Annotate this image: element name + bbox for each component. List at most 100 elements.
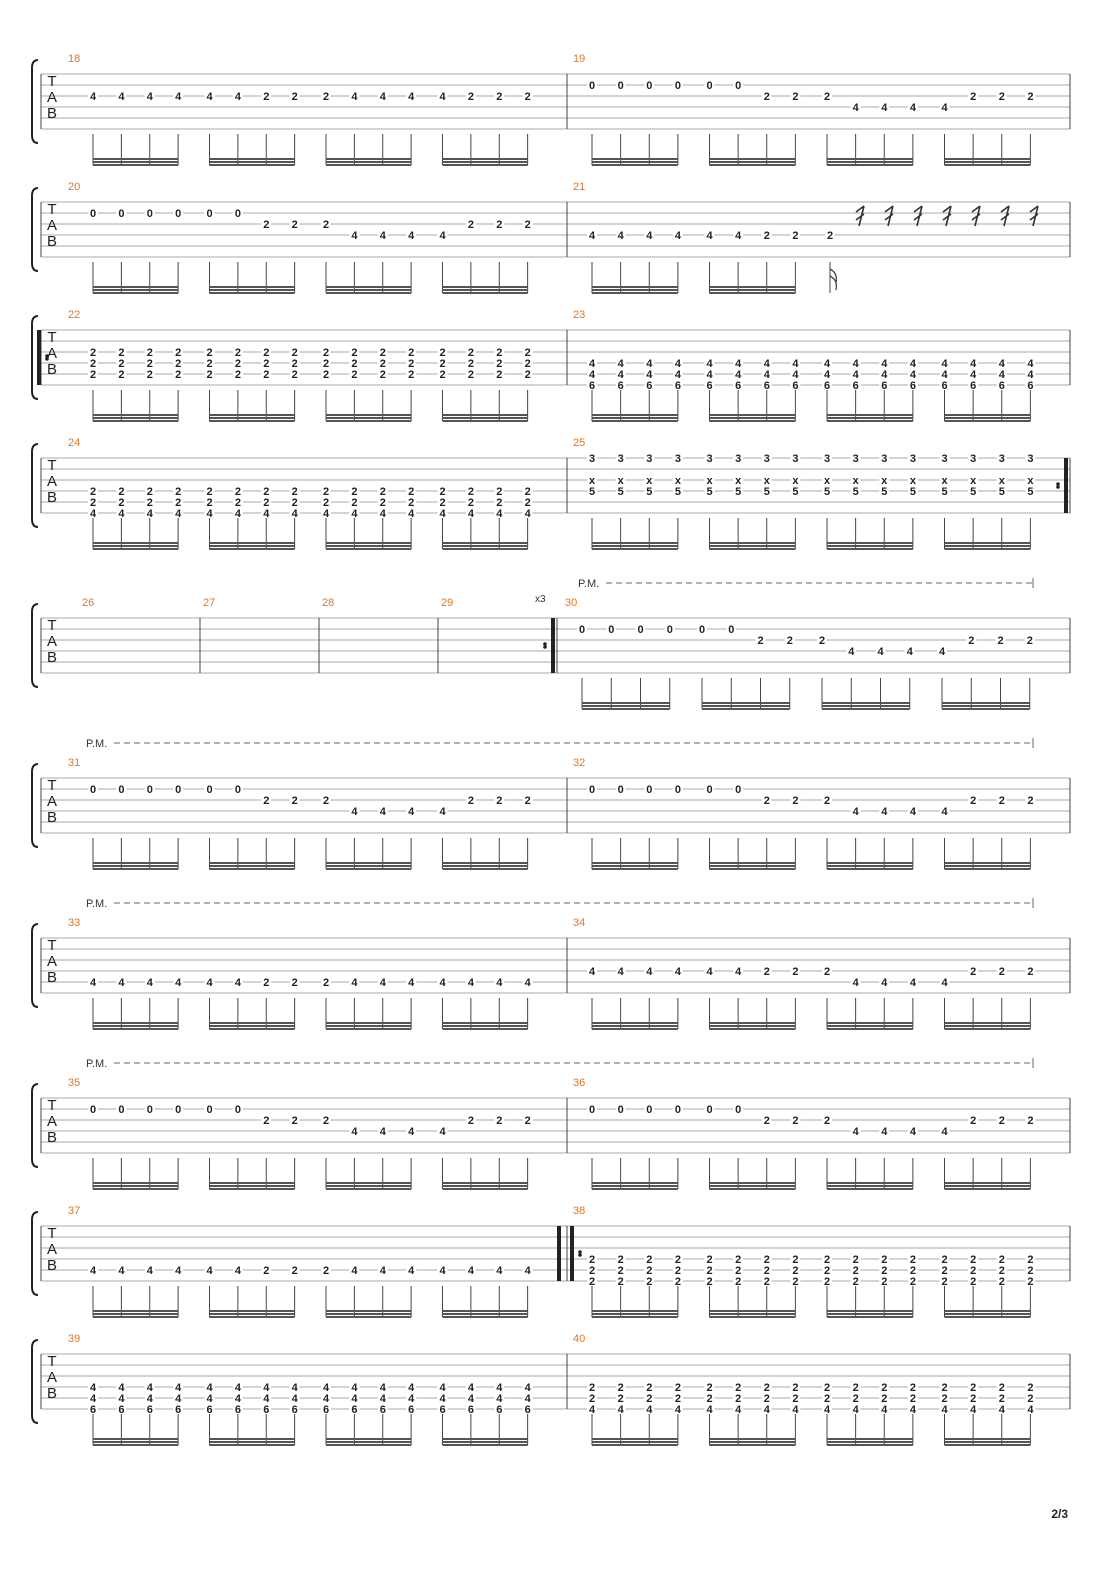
fret-bg xyxy=(465,1392,476,1404)
fret-bg xyxy=(644,1403,655,1415)
fret-number: 2 xyxy=(999,91,1005,103)
fret-number: 6 xyxy=(147,1404,153,1416)
fret-bg xyxy=(349,976,360,988)
fret-number: 4 xyxy=(292,1393,299,1405)
fret-number: 2 xyxy=(735,1382,741,1394)
fret-bg xyxy=(289,485,300,497)
fret-bg xyxy=(261,90,272,102)
fret-number: 4 xyxy=(175,1393,182,1405)
fret-number: 2 xyxy=(824,1382,830,1394)
fret-number: 2 xyxy=(792,795,798,807)
measure-number: 34 xyxy=(573,917,585,929)
fret-bg xyxy=(587,485,597,497)
fret-bg xyxy=(704,229,715,241)
fret-bg xyxy=(790,90,801,102)
fret-number: 4 xyxy=(468,1382,475,1394)
fret-bg xyxy=(672,79,683,91)
fret-number: 2 xyxy=(757,635,763,647)
fret-number: 3 xyxy=(1027,453,1033,465)
fret-bg xyxy=(1025,1114,1036,1126)
fret-number: 5 xyxy=(941,486,947,498)
fret-number: 3 xyxy=(910,453,916,465)
fret-bg xyxy=(144,357,155,369)
measure-number: 18 xyxy=(68,53,80,65)
fret-bg xyxy=(996,1392,1007,1404)
fret-number: x xyxy=(646,475,653,487)
fret-number: 4 xyxy=(380,1393,387,1405)
fret-number: 0 xyxy=(608,624,614,636)
fret-bg xyxy=(664,623,675,635)
fret-bg xyxy=(615,1264,626,1276)
fret-number: 4 xyxy=(999,358,1006,370)
fret-bg xyxy=(494,1381,505,1393)
fret-bg xyxy=(672,1392,683,1404)
fret-bg xyxy=(377,1392,388,1404)
fret-number: 2 xyxy=(323,219,329,231)
fret-number: 2 xyxy=(824,1254,830,1266)
fret-number: 0 xyxy=(118,784,124,796)
fret-bg xyxy=(437,485,448,497)
fret-bg xyxy=(465,346,476,358)
sixteenth-rest xyxy=(1000,205,1010,227)
fret-bg xyxy=(968,90,979,102)
fret-number: 2 xyxy=(323,1265,329,1277)
measure-number: 27 xyxy=(203,597,215,609)
fret-bg xyxy=(144,368,155,380)
fret-bg xyxy=(494,976,505,988)
fret-number: 0 xyxy=(147,1104,153,1116)
fret-bg xyxy=(173,783,184,795)
fret-bg xyxy=(996,794,1007,806)
fret-number: 2 xyxy=(824,1115,830,1127)
fret-bg xyxy=(144,485,155,497)
fret-bg xyxy=(116,1264,127,1276)
fret-bg xyxy=(494,507,505,519)
fret-bg xyxy=(615,368,626,380)
fret-number: 2 xyxy=(90,347,96,359)
repeat-dot xyxy=(1056,485,1060,489)
fret-bg xyxy=(204,90,215,102)
fret-bg xyxy=(761,1114,772,1126)
fret-number: 2 xyxy=(827,230,833,242)
fret-bg xyxy=(261,1403,272,1415)
fret-bg xyxy=(996,485,1007,497)
fret-number: 2 xyxy=(853,1254,859,1266)
sixteenth-rest xyxy=(884,205,894,227)
fret-number: 0 xyxy=(646,80,652,92)
fret-number: 2 xyxy=(118,358,124,370)
fret-number: 4 xyxy=(881,806,888,818)
fret-bg xyxy=(1025,1381,1036,1393)
fret-bg xyxy=(817,634,827,646)
fret-bg xyxy=(261,346,272,358)
fret-bg xyxy=(907,1125,918,1137)
fret-number: 4 xyxy=(589,230,596,242)
fret-number: 4 xyxy=(881,1126,888,1138)
fret-bg xyxy=(522,357,533,369)
fret-bg xyxy=(116,496,127,508)
fret-bg xyxy=(289,218,300,230)
fret-number: 4 xyxy=(118,91,125,103)
fret-number: 2 xyxy=(735,1254,741,1266)
fret-bg xyxy=(437,976,448,988)
fret-number: 2 xyxy=(787,635,793,647)
fret-bg xyxy=(173,1103,184,1115)
fret-bg xyxy=(349,346,360,358)
tab-clef-letter: A xyxy=(47,1113,57,1130)
fret-bg xyxy=(733,1381,744,1393)
fret-number: x xyxy=(881,475,888,487)
fret-bg xyxy=(465,357,476,369)
fret-bg xyxy=(615,965,626,977)
measure-number: 31 xyxy=(68,757,80,769)
fret-bg xyxy=(88,368,98,380)
fret-bg xyxy=(784,634,795,646)
fret-number: 0 xyxy=(235,208,241,220)
fret-bg xyxy=(321,794,331,806)
fret-number: 2 xyxy=(764,795,770,807)
fret-bg xyxy=(790,485,801,497)
fret-number: 6 xyxy=(675,380,681,392)
fret-bg xyxy=(377,229,388,241)
fret-bg xyxy=(437,368,448,380)
fret-bg xyxy=(615,379,626,391)
fret-bg xyxy=(261,368,272,380)
fret-number: x xyxy=(941,475,948,487)
fret-number: 2 xyxy=(646,1382,652,1394)
